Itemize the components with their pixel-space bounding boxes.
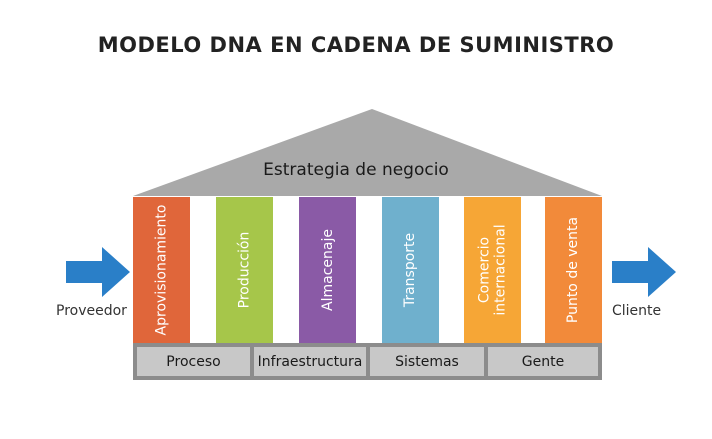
right-arrow-icon [612, 247, 676, 297]
pillar-label: Punto de venta [565, 216, 582, 324]
base-infraestructura: Infraestructura [254, 347, 366, 376]
left-arrow-icon [66, 247, 130, 297]
pillar-punto-de-venta: Punto de venta [545, 197, 602, 343]
roof-shape [133, 109, 602, 196]
pillar-label: Producción [236, 231, 253, 309]
pillar-label: Transporte [402, 232, 419, 308]
pillar-transporte: Transporte [382, 197, 439, 343]
proveedor-label: Proveedor [56, 303, 127, 319]
pillar-almacenaje: Almacenaje [299, 197, 356, 343]
base-sistemas: Sistemas [370, 347, 484, 376]
pillar-produccion: Producción [216, 197, 273, 343]
pillar-label: Aprovisionamiento [153, 204, 170, 336]
base-proceso: Proceso [137, 347, 250, 376]
roof-label: Estrategia de negocio [263, 160, 449, 180]
pillar-label: Almacenaje [319, 229, 336, 311]
cliente-label: Cliente [612, 303, 662, 319]
pillar-aprovisionamiento: Aprovisionamiento [133, 197, 190, 343]
base-gente: Gente [488, 347, 598, 376]
diagram-title: MODELO DNA EN CADENA DE SUMINISTRO [97, 33, 615, 57]
